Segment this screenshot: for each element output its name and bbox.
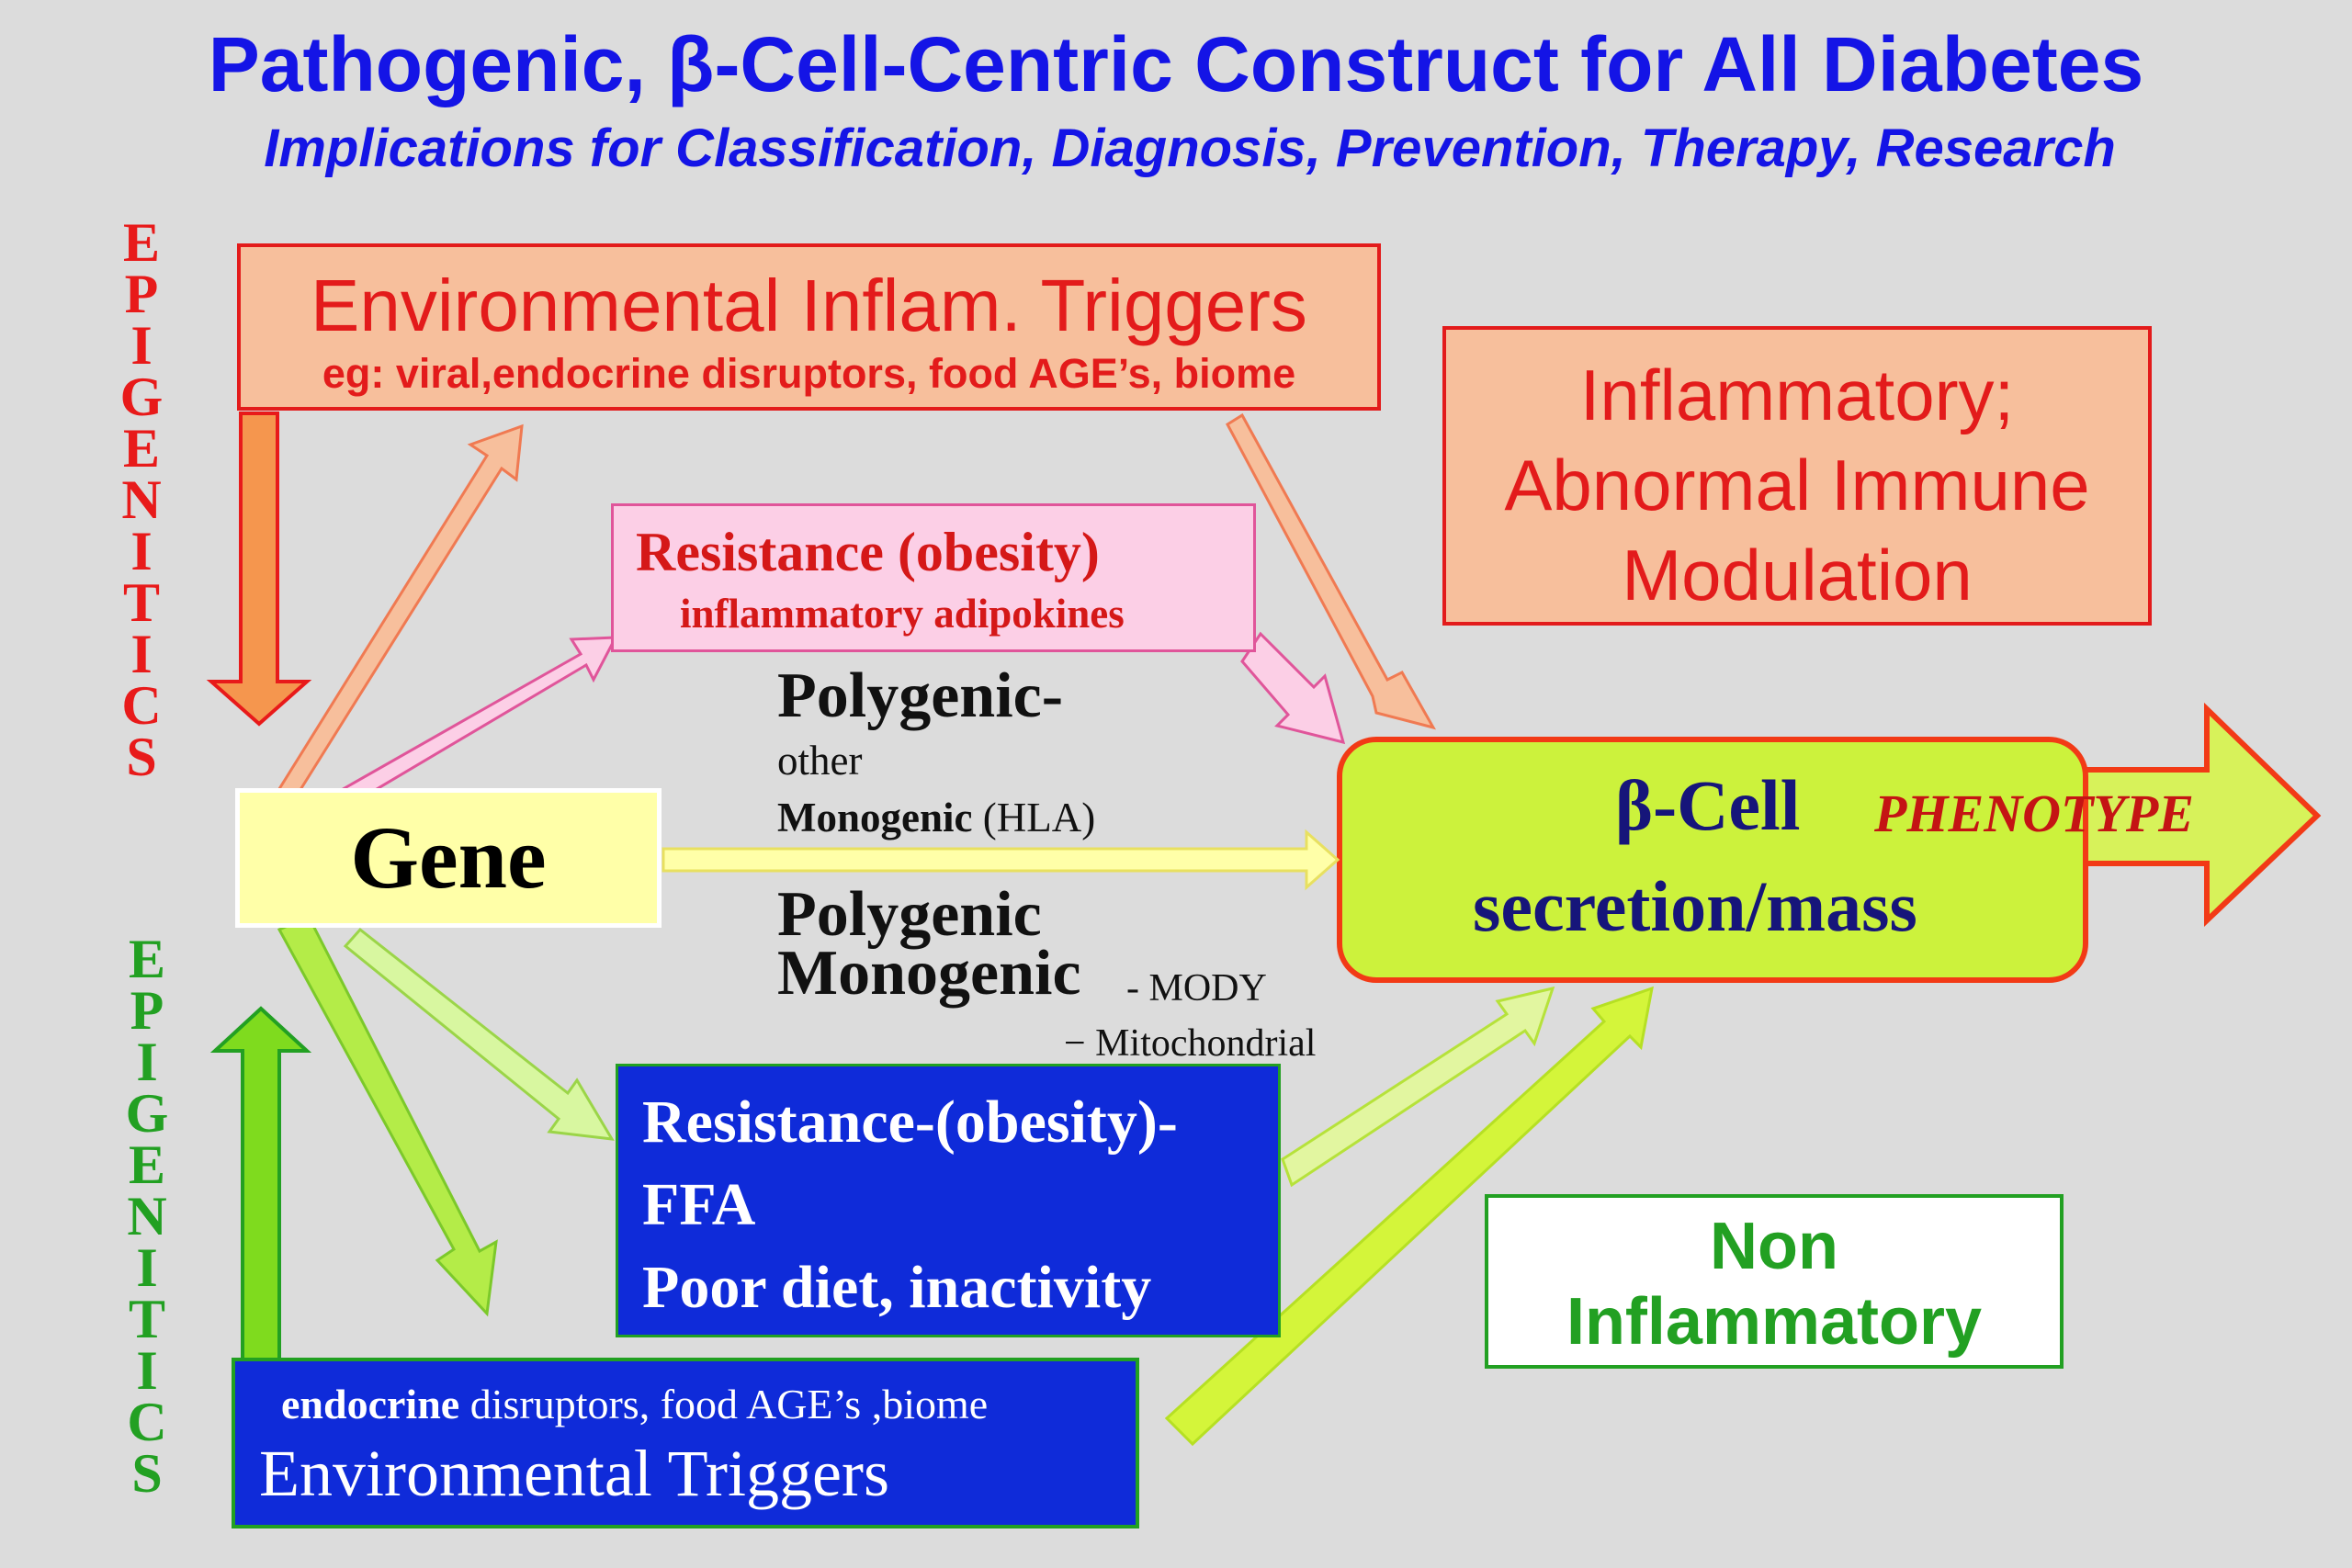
env-triggers-to-beta-cell-arrow <box>1164 986 1654 1447</box>
epigenetics-down-arrow <box>206 412 312 727</box>
mitochondrial-label: − Mitochondrial <box>1064 1022 1317 1065</box>
epigenetics-up-arrow <box>209 1006 312 1361</box>
env-triggers-examples: endocrine disruptors, food AGE’s ,biome <box>281 1380 1136 1428</box>
epigenetics-letter: C <box>127 1392 167 1452</box>
epigenetics-letter: S <box>126 727 157 787</box>
resistance-obesity-sub: inflammatory adipokines <box>680 591 1125 637</box>
epigenetics-letter: E <box>122 418 161 479</box>
phenotype-label: PHENOTYPE <box>1874 784 2194 843</box>
epigenetics-letter: P <box>130 980 164 1041</box>
resistance-ffa-box: Resistance-(obesity)- FFA Poor diet, ina… <box>616 1064 1281 1337</box>
non-inflammatory-line2: Inflammatory <box>1566 1285 1983 1359</box>
epigenetics-letter: N <box>127 1186 167 1247</box>
environmental-inflam-triggers-box: Environmental Inflam. Triggers eg: viral… <box>237 243 1381 411</box>
resistance-obesity-box: Resistance (obesity) inflammatory adipok… <box>611 503 1256 652</box>
gene-box: Gene <box>235 788 662 928</box>
resistance-ffa-line2: FFA <box>642 1171 756 1238</box>
resistance-ffa-line1: Resistance-(obesity)- <box>642 1089 1178 1156</box>
env-inflam-examples: eg: viral,endocrine disruptors, food AGE… <box>322 350 1296 397</box>
non-inflammatory-box: Non Inflammatory <box>1485 1194 2064 1369</box>
mody-label: - MODY <box>1126 967 1267 1010</box>
gene-to-beta-cell-arrow <box>662 829 1340 891</box>
non-inflammatory-line1: Non <box>1710 1210 1838 1283</box>
monogenic-label-2: Monogenic <box>777 938 1081 1009</box>
polygenic-label-1: Polygenic- <box>777 660 1064 731</box>
env-inflam-to-beta-cell-arrow <box>1226 412 1437 730</box>
epigenetics-letter: T <box>122 572 161 633</box>
monogenic-label: Monogenic <box>777 795 973 840</box>
gene-to-resistance-obesity-arrow <box>335 636 618 809</box>
inflammatory-line1: Inflammatory; <box>1579 355 2015 435</box>
gene-to-env-inflam-arrow <box>275 423 524 806</box>
inflammatory-line3: Modulation <box>1622 535 1973 615</box>
env-triggers-examples-rest: disruptors, food AGE’s ,biome <box>459 1381 989 1427</box>
gene-to-resistance-ffa-arrow <box>343 927 615 1141</box>
epigenetics-letter: G <box>119 367 164 427</box>
page-title: Pathogenic, β-Cell-Centric Construct for… <box>208 21 2144 107</box>
environmental-triggers-box: endocrine disruptors, food AGE’s ,biome … <box>232 1358 1139 1529</box>
polygenic-label-2: Polygenic <box>777 879 1042 950</box>
epigenetics-letter: E <box>122 212 161 273</box>
other-label: other <box>777 738 863 784</box>
epigenetics-letter: E <box>128 1134 166 1195</box>
resistance-ffa-to-beta-cell-arrow <box>1281 986 1555 1188</box>
inflammatory-immune-modulation-box: Inflammatory; Abnormal Immune Modulation <box>1442 326 2152 626</box>
hla-label: (HLA) <box>972 795 1096 840</box>
gene-to-env-triggers-arrow <box>277 915 498 1317</box>
monogenic-hla-label: Monogenic (HLA) <box>777 794 1095 841</box>
inflammatory-line2: Abnormal Immune <box>1504 445 2090 525</box>
epigenetics-letter: I <box>136 1340 158 1401</box>
resistance-obesity-to-beta-cell-arrow <box>1240 631 1346 745</box>
beta-cell-title: β-Cell <box>1615 765 1801 845</box>
polygenic-monogenic-label: Polygenic Monogenic <box>777 879 1081 1009</box>
epigenetics-letter: N <box>121 469 162 530</box>
epigenetics-letter: I <box>136 1237 158 1298</box>
epigenetics-letter: G <box>125 1083 169 1144</box>
env-inflam-heading: Environmental Inflam. Triggers <box>311 265 1307 346</box>
resistance-obesity-heading: Resistance (obesity) <box>636 522 1100 582</box>
page-subtitle: Implications for Classification, Diagnos… <box>264 118 2116 178</box>
env-triggers-heading: Environmental Triggers <box>259 1437 889 1510</box>
epigenetics-letter: P <box>124 264 159 324</box>
resistance-ffa-line3: Poor diet, inactivity <box>642 1254 1152 1321</box>
beta-cell-subtitle: secretion/mass <box>1473 866 1917 946</box>
epigenetics-letter: T <box>128 1289 166 1349</box>
epigenetics-letter: I <box>130 315 153 376</box>
epigenetics-letter: I <box>130 624 153 684</box>
env-triggers-endocrine: endocrine <box>281 1381 460 1427</box>
epigenetics-letter: I <box>130 521 153 581</box>
epigenetics-letter: S <box>131 1443 163 1504</box>
epigenetics-letter: I <box>136 1032 158 1092</box>
epigenetics-letter: C <box>121 675 162 736</box>
epigenetics-letter: E <box>128 929 166 989</box>
